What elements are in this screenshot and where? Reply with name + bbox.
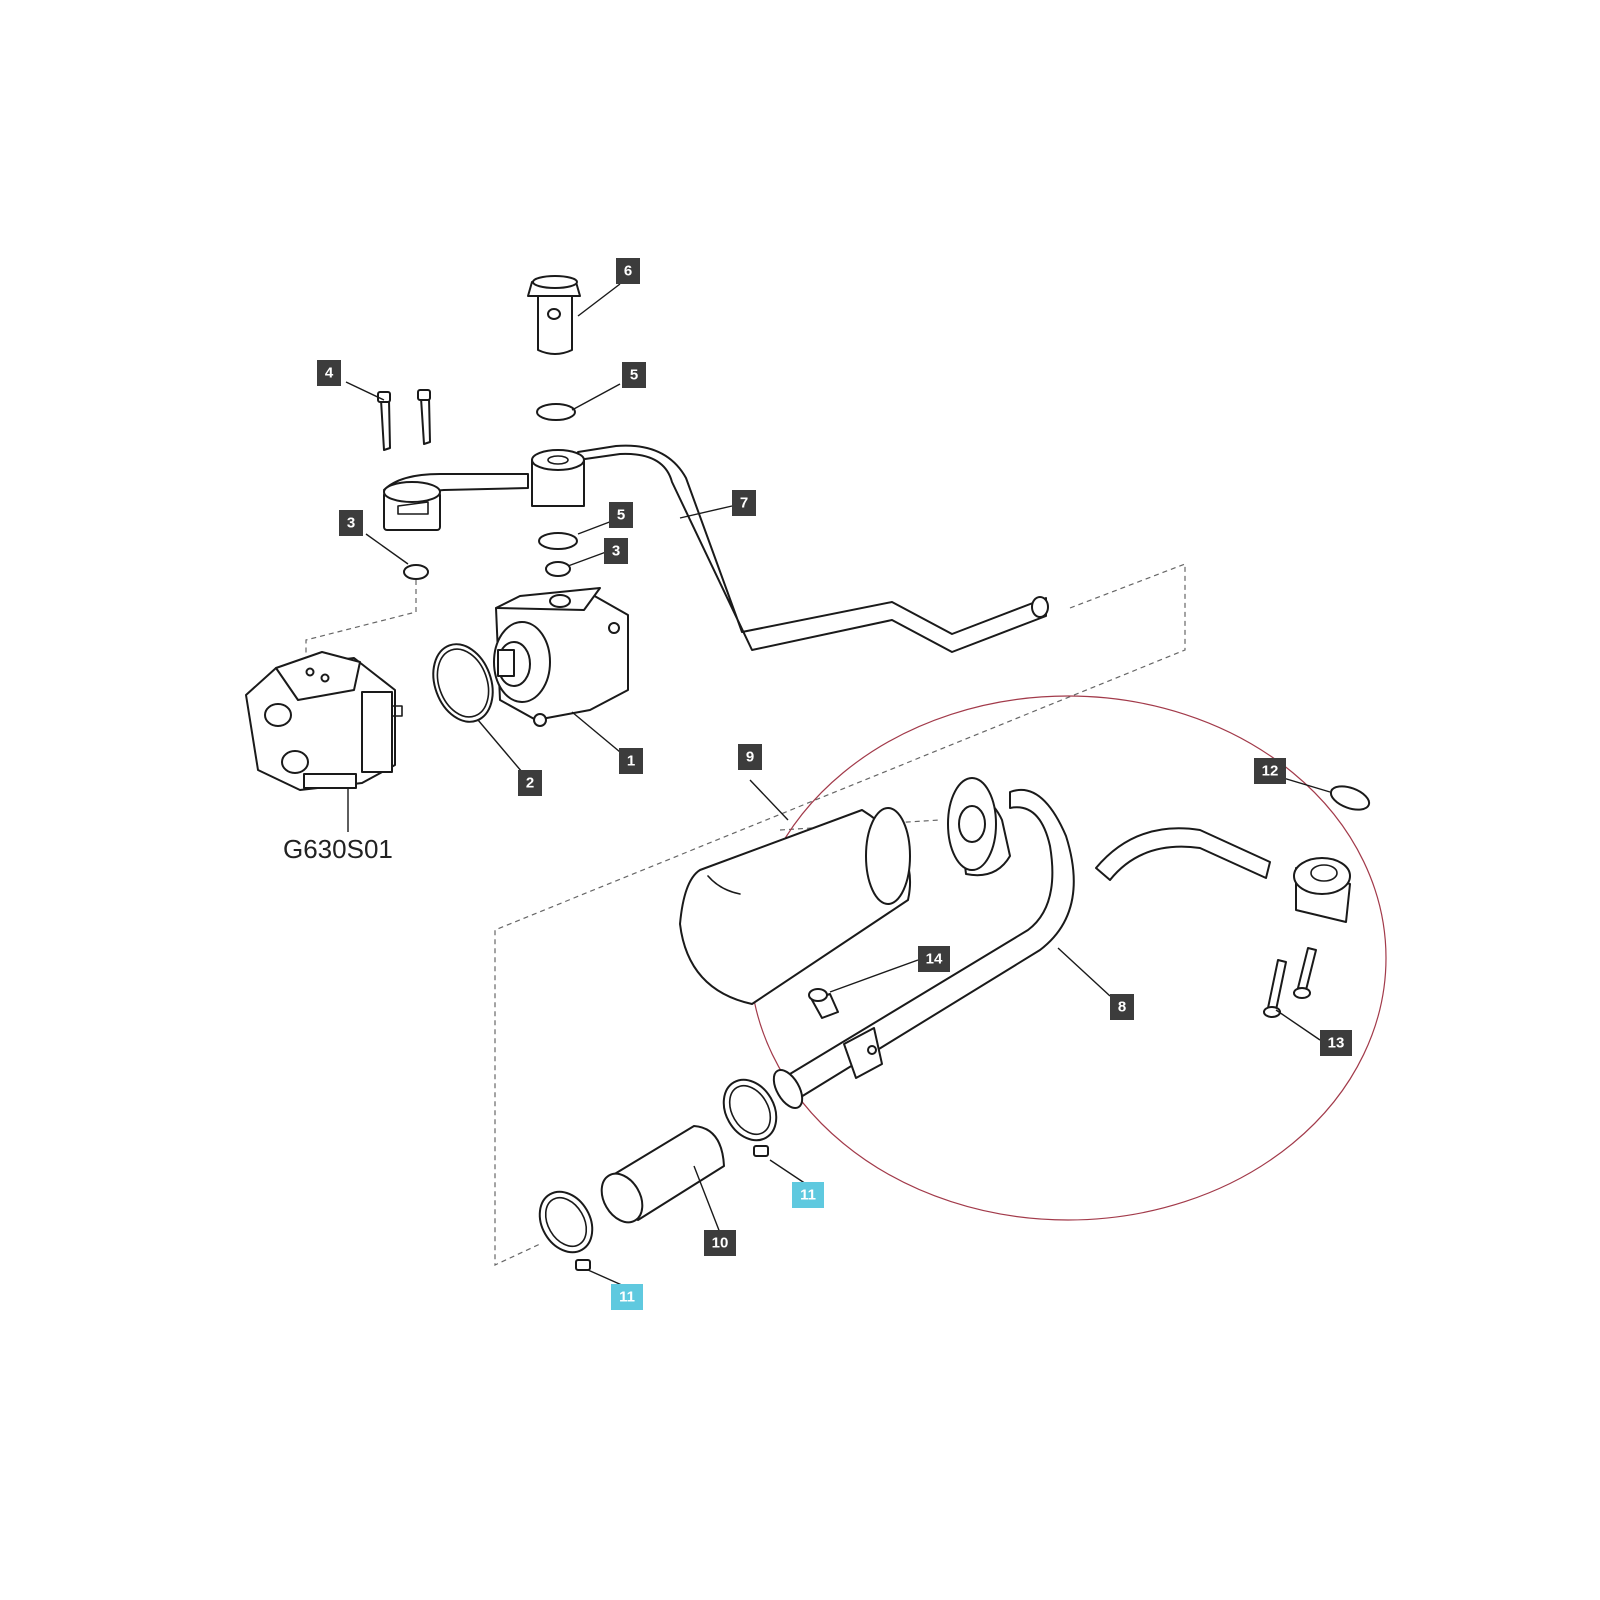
callout-1: 1: [619, 748, 643, 774]
callout-bg: [622, 362, 646, 388]
callout-9: 9: [738, 744, 762, 770]
callout-bg: [518, 770, 542, 796]
callout-number: 2: [526, 775, 534, 792]
exhaust-pipe-part-8: [772, 777, 1351, 1109]
sealing-washer-part-5-upper: [536, 403, 576, 421]
silencer-part-9: [679, 807, 912, 1005]
callout-number: 4: [325, 365, 334, 382]
callout-5-upper: 5: [622, 362, 646, 388]
callout-5-lower: 5: [609, 502, 633, 528]
bolt-part-14: [808, 988, 839, 1019]
callout-bg: [1110, 994, 1134, 1020]
callout-13: 13: [1320, 1030, 1352, 1056]
callout-number: 6: [624, 263, 632, 280]
callout-10: 10: [704, 1230, 736, 1256]
callout-6: 6: [616, 258, 640, 284]
callout-number: 5: [617, 507, 625, 524]
callout-bg: [616, 258, 640, 284]
callout-bg: [619, 748, 643, 774]
callout-8: 8: [1110, 994, 1134, 1020]
sealing-washer-part-5-lower: [538, 532, 578, 550]
seal-ring-part-3-center: [545, 561, 571, 577]
callout-number: 9: [746, 749, 754, 766]
callout-leaders: [345, 283, 1331, 1287]
callout-number: 7: [740, 495, 748, 512]
callout-11-lower: 11: [611, 1284, 643, 1310]
banjo-bolt-part-6: [527, 275, 581, 355]
reference-label: G630S01: [283, 834, 393, 864]
callout-bg: [1320, 1030, 1352, 1056]
seal-ring-part-3-left: [403, 564, 429, 580]
callout-bg: [704, 1230, 736, 1256]
callout-bg: [611, 1284, 643, 1310]
pressure-pipe-part-7: [383, 444, 1049, 653]
callout-bg: [792, 1182, 824, 1208]
callout-2: 2: [518, 770, 542, 796]
callout-number: 10: [712, 1235, 729, 1252]
callout-number: 5: [630, 367, 638, 384]
callout-7: 7: [732, 490, 756, 516]
callout-4: 4: [317, 360, 341, 386]
hose-clamp-part-11-lower: [538, 1190, 594, 1271]
callout-number: 1: [627, 753, 635, 770]
gear-pump-part-1: [493, 587, 629, 727]
callout-bg: [604, 538, 628, 564]
callout-bg: [732, 490, 756, 516]
callout-12: 12: [1254, 758, 1286, 784]
callout-3-left: 3: [339, 510, 363, 536]
gasket-part-12: [1329, 785, 1371, 811]
callout-number: 13: [1328, 1035, 1345, 1052]
callout-number: 3: [347, 515, 355, 532]
callout-number: 11: [800, 1187, 816, 1204]
callout-bg: [609, 502, 633, 528]
callout-bg: [339, 510, 363, 536]
callout-14: 14: [918, 946, 950, 972]
o-ring-part-2: [432, 643, 494, 723]
reference-pump-assembly: [245, 651, 403, 832]
callout-bg: [1254, 758, 1286, 784]
callout-number: 11: [619, 1289, 635, 1306]
callout-number: 12: [1262, 763, 1279, 780]
callout-3-center: 3: [604, 538, 628, 564]
callout-11-upper: 11: [792, 1182, 824, 1208]
bolts-part-4: [377, 389, 431, 451]
hose-clamp-part-11-upper: [722, 1078, 778, 1157]
callout-bg: [738, 744, 762, 770]
hose-part-10: [600, 1125, 725, 1224]
callout-number: 8: [1118, 999, 1126, 1016]
callout-number: 3: [612, 543, 620, 560]
bolts-part-13: [1263, 947, 1317, 1018]
callout-bg: [317, 360, 341, 386]
callout-bg: [918, 946, 950, 972]
callout-number: 14: [926, 951, 943, 968]
